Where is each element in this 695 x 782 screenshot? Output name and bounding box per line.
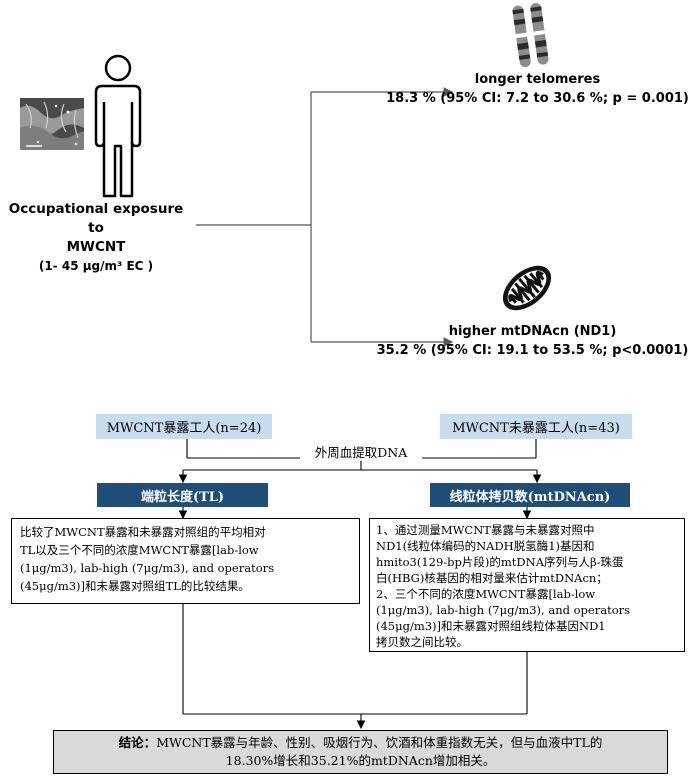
- chromosome-icon: [512, 3, 549, 68]
- conclusion-box: 结论：MWCNT暴露与年龄、性别、吸烟行为、饮酒和体重指数无关，但与血液中TL的…: [53, 730, 668, 774]
- tl-header-box: 端粒长度(TL): [97, 483, 268, 507]
- mtdna-outcome: higher mtDNAcn (ND1) 35.2 % (95% CI: 19.…: [370, 322, 695, 360]
- conclusion-line1: 结论：MWCNT暴露与年龄、性别、吸烟行为、饮酒和体重指数无关，但与血液中TL的: [60, 734, 661, 752]
- conclusion-label: 结论：: [118, 735, 157, 750]
- telomere-outcome: longer telomeres 18.3 % (95% CI: 7.2 to …: [380, 70, 695, 108]
- tl-text-line: 比较了MWCNT暴露和未暴露对照组的平均相对: [20, 525, 266, 539]
- mtdna-header-label: 线粒体拷贝数(mtDNAcn): [449, 489, 611, 505]
- mt-text-line: (1μg/m3), lab-high (7μg/m3), and operato…: [376, 603, 631, 617]
- mtdna-description-box: 1、通过测量MWCNT暴露与未暴露对照中 ND1(线粒体编码的NADH脱氢酶1)…: [369, 518, 685, 652]
- conclusion-text-1: MWCNT暴露与年龄、性别、吸烟行为、饮酒和体重指数无关，但与血液中TL的: [156, 735, 603, 750]
- mt-text-line: hmito3(129-bp片段)的mtDNA序列与人β-珠蛋: [376, 555, 624, 569]
- exposed-group-box: MWCNT暴露工人(n=24): [96, 414, 272, 439]
- outcome-connectors: [196, 87, 454, 347]
- tl-text-line: TL以及三个不同的浓度MWCNT暴露[lab-low: [20, 543, 259, 557]
- dna-extraction-label: 外周血提取DNA: [300, 442, 422, 461]
- telomere-title: longer telomeres: [474, 72, 601, 87]
- tl-text-line: (1μg/m3), lab-high (7μg/m3), and operato…: [20, 561, 275, 575]
- tl-description-box: 比较了MWCNT暴露和未暴露对照组的平均相对 TL以及三个不同的浓度MWCNT暴…: [11, 518, 360, 604]
- mtdna-stat: 35.2 % (95% CI: 19.1 to 53.5 %; p<0.0001…: [376, 343, 689, 358]
- telomere-stat: 18.3 % (95% CI: 7.2 to 30.6 %; p = 0.001…: [386, 91, 689, 106]
- mt-text-line: 拷贝数之间比较。: [376, 635, 468, 649]
- mt-text-line: 1、通过测量MWCNT暴露与未暴露对照中: [376, 523, 595, 537]
- mtdna-header-box: 线粒体拷贝数(mtDNAcn): [430, 483, 630, 507]
- unexposed-group-label: MWCNT未暴露工人(n=43): [452, 421, 620, 436]
- exposure-line1: Occupational exposure to: [8, 201, 184, 236]
- exposure-label: Occupational exposure to MWCNT (1- 45 μg…: [0, 200, 192, 276]
- mwcnt-micrograph-image: [20, 98, 84, 150]
- exposure-line2: MWCNT: [66, 239, 126, 255]
- exposure-line3: (1- 45 μg/m³ EC ): [38, 259, 154, 273]
- mtdna-title: higher mtDNAcn (ND1): [448, 324, 617, 339]
- mt-text-line: (45μg/m3)]和未暴露对照组线粒体基因ND1: [376, 619, 606, 633]
- tl-text-line: (45μg/m3)]和未暴露对照组TL的比较结果。: [20, 579, 250, 593]
- tl-header-label: 端粒长度(TL): [140, 489, 225, 505]
- conclusion-text-2: 18.30%增长和35.21%的mtDNAcn增加相关。: [225, 753, 496, 768]
- worker-person-icon: [94, 54, 142, 198]
- mt-text-line: 白(HBG)核基因的相对量来估计mtDNAcn；: [376, 571, 608, 585]
- exposed-group-label: MWCNT暴露工人(n=24): [106, 421, 262, 436]
- mt-text-line: 2、三个不同的浓度MWCNT暴露[lab-low: [376, 587, 596, 601]
- mitochondrion-icon: [502, 265, 552, 311]
- mt-text-line: ND1(线粒体编码的NADH脱氢酶1)基因和: [376, 539, 595, 553]
- unexposed-group-box: MWCNT未暴露工人(n=43): [440, 414, 632, 439]
